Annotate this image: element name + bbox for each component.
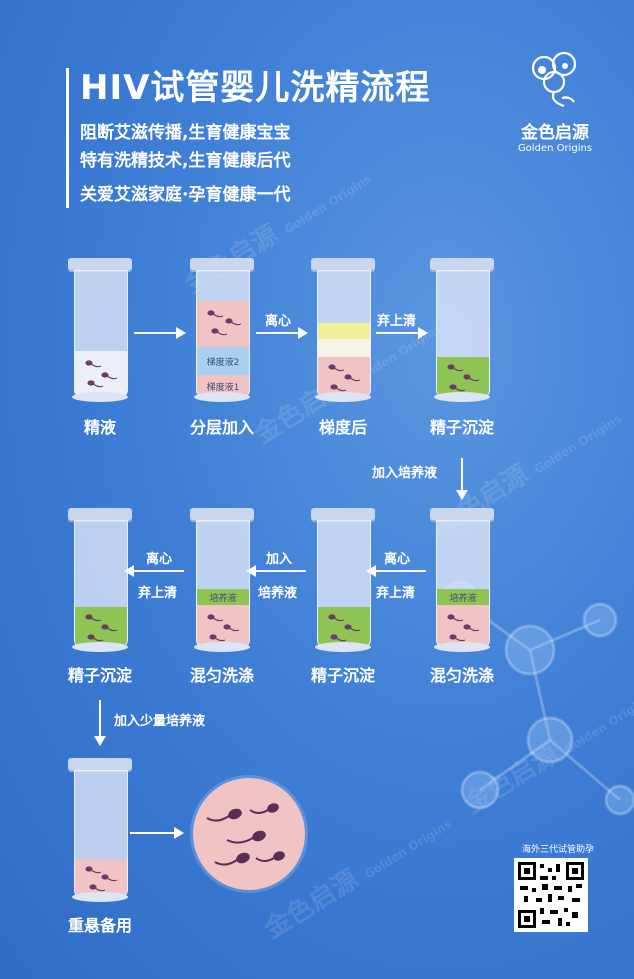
- step-label-semen: 精液: [83, 418, 116, 437]
- subtitle-line-2: 特有洗精技术,生育健康后代: [80, 151, 291, 171]
- brand-logo: 金色启源 Golden Origins: [505, 48, 605, 154]
- tube-cap: [68, 508, 132, 520]
- step-label-sperm-pellet: 精子沉淀: [67, 666, 132, 685]
- logo-text-en: Golden Origins: [517, 143, 593, 154]
- sperm-icon: [447, 364, 480, 392]
- step-label-sperm-pellet: 精子沉淀: [429, 418, 494, 437]
- sperm-icon: [447, 614, 480, 642]
- arrow-text-centrifuge: 离心: [146, 552, 173, 567]
- tube-cap: [311, 508, 375, 520]
- tube-layered: 梯度液2 梯度液1: [190, 258, 254, 408]
- medium-label: 培养液: [449, 594, 477, 604]
- tube-cap: [68, 758, 132, 770]
- qr-caption: 海外三代试管助孕: [521, 845, 594, 855]
- molecule-decoration: [440, 580, 634, 816]
- qr-code[interactable]: [514, 858, 588, 932]
- arrow-down: [94, 700, 106, 746]
- tube-semen: [68, 258, 132, 408]
- step-label-layered: 分层加入: [189, 418, 254, 437]
- sperm-magnified-circle: [193, 778, 305, 890]
- arrow-right: [376, 327, 428, 339]
- arrow-right: [130, 827, 184, 839]
- tube-cap: [190, 258, 254, 270]
- arrow-left: [246, 565, 306, 577]
- tube-cap: [190, 508, 254, 520]
- sperm-icon: [85, 866, 118, 892]
- arrow-text-add: 加入: [266, 552, 293, 567]
- step-label-after-gradient: 梯度后: [318, 418, 367, 437]
- flower-logo-icon: [531, 51, 577, 108]
- gradient-2-label: 梯度液2: [206, 358, 240, 368]
- arrow-text-discard: 弃上清: [377, 314, 417, 329]
- tube-sperm-pellet: [68, 508, 132, 658]
- arrow-text-add-medium: 加入培养液: [372, 466, 438, 481]
- sperm-icon: [207, 310, 242, 336]
- arrow-text-discard: 弃上清: [376, 586, 416, 601]
- tube-after-gradient: [311, 258, 375, 408]
- page-title: HIV试管婴儿洗精流程: [80, 68, 431, 108]
- subtitle-line-1: 阻断艾滋传播,生育健康宝宝: [80, 123, 291, 143]
- medium-label: 培养液: [209, 594, 237, 604]
- gradient-1-label: 梯度液1: [206, 383, 240, 393]
- arrow-text-centrifuge: 离心: [384, 552, 411, 567]
- arrow-right: [256, 327, 308, 339]
- tube-mix-wash: 培养液: [190, 508, 254, 658]
- arrow-text-add-small-medium: 加入少量培养液: [114, 714, 206, 729]
- sperm-icon: [85, 360, 118, 388]
- arrow-left: [366, 565, 426, 577]
- step-label-mix-wash: 混匀洗涤: [189, 666, 254, 685]
- step-label-sperm-pellet: 精子沉淀: [310, 666, 375, 685]
- tube-cap: [311, 258, 375, 270]
- tube-cap: [430, 508, 494, 520]
- subtitle-line-3: 关爱艾滋家庭·孕育健康一代: [80, 185, 291, 205]
- sperm-icon: [85, 614, 118, 642]
- arrow-text-medium: 培养液: [258, 586, 298, 601]
- title-accent-bar: [66, 68, 69, 208]
- tube-cap: [68, 258, 132, 270]
- tube-sperm-pellet: [311, 508, 375, 658]
- arrow-left: [124, 565, 184, 577]
- step-label-mix-wash: 混匀洗涤: [429, 666, 494, 685]
- tube-sperm-pellet: [430, 258, 494, 408]
- sperm-icon: [207, 614, 240, 642]
- tube-cap: [430, 258, 494, 270]
- arrow-down: [456, 458, 468, 500]
- tube-resuspended: [68, 758, 132, 908]
- arrow-right: [134, 327, 186, 339]
- sperm-icon: [328, 364, 361, 392]
- tube-mix-wash: 培养液: [430, 508, 494, 658]
- arrow-text-discard: 弃上清: [138, 586, 178, 601]
- sperm-icon: [206, 803, 285, 866]
- arrow-text-centrifuge: 离心: [265, 314, 292, 329]
- logo-text-cn: 金色启源: [521, 123, 589, 143]
- step-label-resuspended: 重悬备用: [67, 916, 132, 935]
- qr-code-icon: [518, 862, 584, 928]
- sperm-icon: [328, 614, 361, 642]
